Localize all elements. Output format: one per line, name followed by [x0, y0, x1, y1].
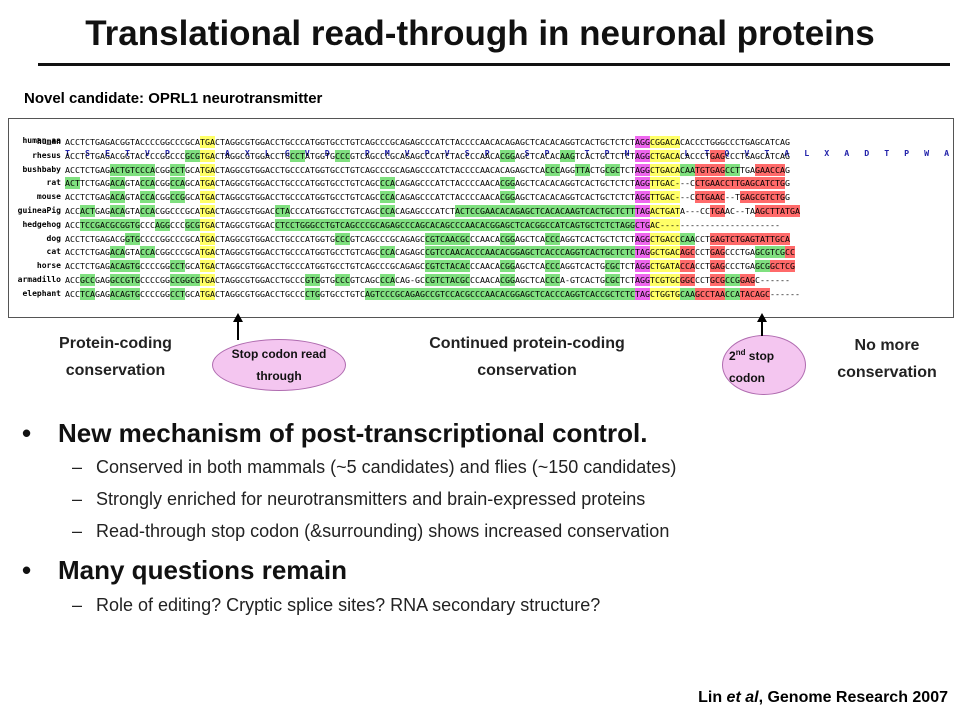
species-name: cat: [46, 247, 61, 257]
protein-coding-label: Protein-coding conservation: [59, 335, 172, 379]
species-sequence: ACCTCTGAGACGGTACCCCGGCCCGCATGACTAGGCGTGG…: [65, 136, 790, 148]
species-name: armadillo: [17, 275, 61, 284]
sub-bullet-1-1: –Conserved in both mammals (~5 candidate…: [72, 457, 677, 477]
stop-codon-label: Stop codon read through: [231, 347, 327, 383]
conservation-stars-row: ****** * **** * * * * ** ** * * ** * *: [9, 302, 762, 317]
species-sequence: ACCTCTGAGACAGTGCCCCGGCCTGCATGACTAGGCGTGG…: [65, 260, 795, 273]
citation: Lin et al, Genome Research 2007: [698, 689, 948, 706]
species-sequence: ACCTCCGACGCGGTGCCCAGGCCCGCGTGACTAGGCGTGG…: [65, 218, 780, 231]
species-sequence: ACCTCTGAGACAGTACCACGGCCCGCATGACTAGGCGTGG…: [65, 246, 795, 259]
species-sequence: ACCACTGAGACAGTACCACGGCCCGCATGACTAGGCGTGG…: [65, 205, 800, 217]
species-sequence: ACCGCCGAGGCCGTGCCCCGGCCGGCGTGACTAGGCGTGG…: [65, 274, 790, 286]
second-stop-arrow-head: [757, 313, 767, 322]
stop-codon-oval: Stop codon read through: [212, 339, 346, 391]
sub-bullet-2-1: –Role of editing? Cryptic splice sites? …: [72, 595, 601, 615]
continued-conservation-label: Continued protein-coding conservation: [429, 335, 625, 379]
species-sequence: ACCTCTGAGACGGTACCCCGGCCCGCGTGACTAGGCGTGG…: [65, 149, 790, 162]
species-name: guineaPig: [17, 206, 61, 215]
aa-row-label: human_aa: [22, 136, 61, 145]
conservation-stars: ****** * **** * * * * ** ** * * ** * *: [223, 314, 762, 317]
species-name: mouse: [36, 192, 61, 202]
species-name: elephant: [22, 288, 61, 298]
bullet-1: •New mechanism of post-transcriptional c…: [22, 418, 648, 448]
species-name: hedgehog: [22, 219, 61, 229]
species-name: rat: [46, 178, 61, 188]
species-name: horse: [36, 261, 61, 271]
second-stop-oval: 2nd stop codon: [722, 335, 806, 395]
species-name: human: [36, 137, 61, 146]
species-sequence: ACCTCTGAGACAGTACCACGGCCGGCATGACTAGGCGTGG…: [65, 191, 790, 204]
no-more-conservation-label: No more conservation: [837, 337, 937, 381]
sequence-alignment-panel: human_aa T S E T V P R P A X L G V D L P…: [8, 118, 954, 318]
species-name: dog: [46, 233, 61, 243]
species-name: bushbaby: [22, 164, 61, 174]
sub-bullet-1-3: –Read-through stop codon (&surrounding) …: [72, 521, 670, 541]
stop-codon-arrow: [237, 318, 239, 340]
species-name: rhesus: [32, 150, 61, 160]
sub-bullet-1-2: –Strongly enriched for neurotransmitters…: [72, 489, 646, 509]
slide-title: Translational read-through in neuronal p…: [85, 14, 875, 53]
species-sequence: ACCTCTGAGACTGTCCCACGGCCTGCATGACTAGGCGTGG…: [65, 163, 790, 176]
species-sequence: ACTTCTGAGACAGTACCACGGCCAGCATGACTAGGCGTGG…: [65, 177, 790, 190]
alignment-subtitle: Novel candidate: OPRL1 neurotransmitter: [24, 90, 323, 107]
second-stop-label: 2nd stop codon: [729, 347, 775, 385]
species-sequence: ACCTCAGAGACAGTGCCCCGGCCTGCATGACTAGGCGTGG…: [65, 287, 800, 300]
stop-codon-arrow-head: [233, 313, 243, 322]
title-underline: [38, 63, 950, 66]
second-stop-arrow: [761, 318, 763, 336]
species-sequence: ACCTCTGAGACGGTGCCCCGGCCCGCATGACTAGGCGTGG…: [65, 232, 790, 245]
bullet-2: •Many questions remain: [22, 555, 347, 585]
aa-row: human_aa T S E T V P R P A X L G V D L P…: [9, 123, 949, 158]
